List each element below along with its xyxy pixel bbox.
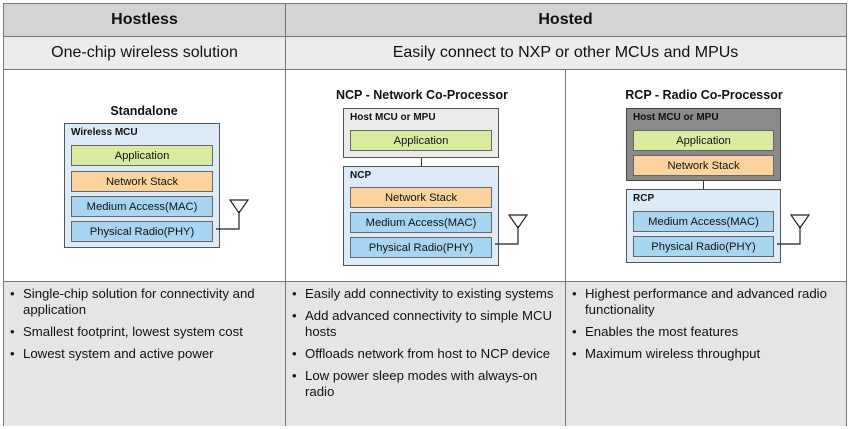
bullets-rcp: Highest performance and advanced radio f… bbox=[566, 282, 846, 426]
rcp-device-box: RCP Medium Access(MAC) Physical Radio(PH… bbox=[626, 189, 781, 263]
wireless-mcu-box: Wireless MCU Application Network Stack M… bbox=[64, 123, 220, 248]
phy-layer: Physical Radio(PHY) bbox=[350, 237, 492, 258]
host-label: Host MCU or MPU bbox=[350, 112, 436, 123]
ncp-title: NCP - Network Co-Processor bbox=[335, 88, 509, 102]
row-divider bbox=[4, 281, 846, 282]
ncp-host-box: Host MCU or MPU Application bbox=[343, 108, 499, 158]
rcp-host-box: Host MCU or MPU Application Network Stac… bbox=[626, 108, 781, 181]
bullet-item: Single-chip solution for connectivity an… bbox=[10, 286, 285, 318]
bullet-item: Offloads network from host to NCP device bbox=[292, 346, 565, 362]
antenna-icon bbox=[495, 214, 529, 245]
column-divider bbox=[285, 4, 286, 425]
application-layer: Application bbox=[350, 130, 492, 151]
standalone-title: Standalone bbox=[110, 104, 178, 118]
network-stack-layer: Network Stack bbox=[71, 171, 213, 192]
application-layer: Application bbox=[633, 130, 774, 151]
host-device-connector bbox=[703, 181, 704, 189]
mac-layer: Medium Access(MAC) bbox=[71, 196, 213, 217]
ncp-label: NCP bbox=[350, 170, 372, 181]
wireless-mcu-label: Wireless MCU bbox=[71, 127, 138, 138]
bullet-item: Smallest footprint, lowest system cost bbox=[10, 324, 285, 340]
bullet-item: Easily add connectivity to existing syst… bbox=[292, 286, 565, 302]
antenna-icon bbox=[216, 199, 250, 230]
header-hosted: Hosted bbox=[285, 4, 846, 37]
bullet-item: Enables the most features bbox=[572, 324, 846, 340]
subheader-hosted: Easily connect to NXP or other MCUs and … bbox=[285, 37, 846, 70]
rcp-title: RCP - Radio Co-Processor bbox=[625, 88, 783, 102]
host-label: Host MCU or MPU bbox=[633, 112, 719, 123]
bullet-item: Maximum wireless throughput bbox=[572, 346, 846, 362]
rcp-label: RCP bbox=[633, 193, 655, 204]
header-hostless: Hostless bbox=[4, 4, 285, 37]
bullet-item: Add advanced connectivity to simple MCU … bbox=[292, 308, 565, 340]
application-layer: Application bbox=[71, 145, 213, 166]
mac-layer: Medium Access(MAC) bbox=[633, 211, 774, 232]
bullets-ncp: Easily add connectivity to existing syst… bbox=[286, 282, 565, 426]
bullet-item: Low power sleep modes with always-on rad… bbox=[292, 368, 565, 400]
network-stack-layer: Network Stack bbox=[633, 155, 774, 176]
column-divider bbox=[565, 70, 566, 425]
ncp-device-box: NCP Network Stack Medium Access(MAC) Phy… bbox=[343, 166, 499, 266]
phy-layer: Physical Radio(PHY) bbox=[633, 236, 774, 257]
bullet-item: Highest performance and advanced radio f… bbox=[572, 286, 846, 318]
comparison-table: Hostless Hosted One-chip wireless soluti… bbox=[3, 3, 847, 426]
bullets-hostless: Single-chip solution for connectivity an… bbox=[4, 282, 285, 426]
phy-layer: Physical Radio(PHY) bbox=[71, 221, 213, 242]
mac-layer: Medium Access(MAC) bbox=[350, 212, 492, 233]
host-device-connector bbox=[421, 158, 422, 166]
network-stack-layer: Network Stack bbox=[350, 187, 492, 208]
subheader-hostless: One-chip wireless solution bbox=[4, 37, 285, 70]
bullet-item: Lowest system and active power bbox=[10, 346, 285, 362]
antenna-icon bbox=[777, 214, 811, 245]
